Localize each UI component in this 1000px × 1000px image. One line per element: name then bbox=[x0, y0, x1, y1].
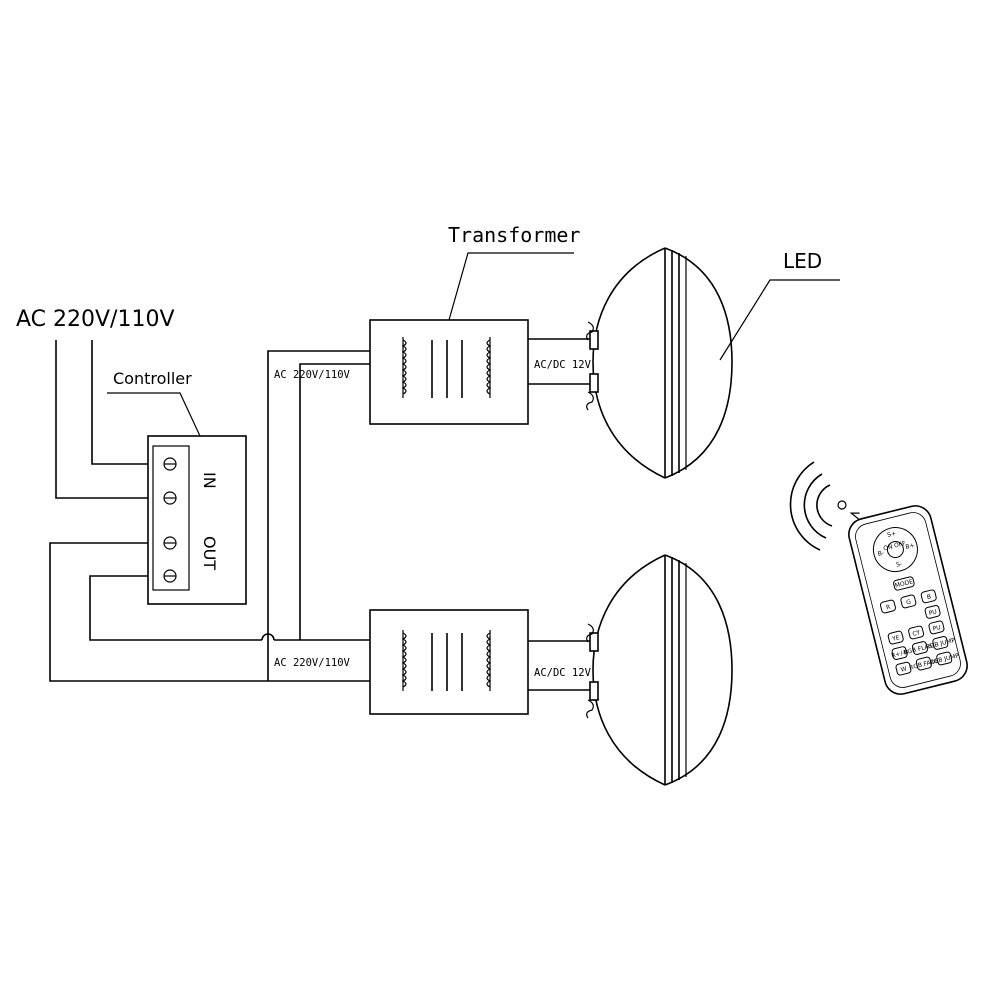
lamp-terminal-bottom-1 bbox=[586, 623, 599, 652]
led-leader bbox=[719, 279, 840, 361]
remote-btn-pu: PU bbox=[928, 609, 937, 618]
controller-leader bbox=[107, 392, 201, 437]
led-lamp-icon bbox=[592, 247, 733, 479]
transformer-bottom-box bbox=[369, 609, 529, 715]
led-lamp-icon bbox=[592, 554, 733, 786]
remote-control-icon: ON OFF S+ B- B+ S- MODE R G B PU YE CY P… bbox=[848, 505, 968, 695]
remote-btn-r: R bbox=[885, 604, 891, 612]
lamp-terminal-top-1 bbox=[586, 321, 599, 350]
remote-btn-cy: CY bbox=[912, 629, 922, 638]
top-primary-wire-1 bbox=[267, 350, 370, 681]
remote-b-plus: B+ bbox=[905, 542, 916, 551]
secondary-voltage-top: AC/DC 12V bbox=[534, 359, 592, 371]
ac-input-wire-1 bbox=[55, 340, 168, 499]
wireless-signal-icon bbox=[789, 461, 847, 551]
led-lamp-top: LED bbox=[586, 247, 840, 479]
terminal-strip bbox=[152, 445, 190, 591]
terminal-in-1 bbox=[163, 457, 177, 471]
led-label: LED bbox=[783, 249, 822, 273]
terminal-in-2 bbox=[163, 491, 177, 505]
remote-btn-ye: YE bbox=[891, 634, 901, 643]
primary-voltage-bottom: AC 220V/110V bbox=[274, 657, 351, 669]
ac-input-wire-2 bbox=[91, 340, 168, 465]
lamp-terminal-top-2 bbox=[586, 373, 599, 411]
transformer-bottom: AC 220V/110V AC/DC 12V bbox=[274, 609, 592, 715]
ac-input-label: AC 220V/110V bbox=[16, 307, 175, 332]
remote-btn-rb: R+/-B bbox=[891, 649, 909, 660]
controller-in-label: IN bbox=[200, 472, 219, 489]
transformer-top: AC 220V/110V AC/DC 12V Transformer bbox=[274, 223, 592, 425]
out-wire-2a bbox=[89, 575, 262, 641]
remote-btn-pu2: PU bbox=[932, 624, 941, 633]
remote-btn-g: G bbox=[905, 598, 912, 606]
transformer-top-box bbox=[369, 319, 529, 425]
led-lamp-bottom bbox=[586, 554, 733, 786]
controller-out-label: OUT bbox=[200, 536, 219, 570]
terminal-out-2 bbox=[163, 569, 177, 583]
transformer-coil-icon bbox=[401, 337, 492, 398]
remote-s-plus: S+ bbox=[887, 530, 897, 539]
remote-s-minus: S- bbox=[895, 560, 903, 568]
primary-voltage-top: AC 220V/110V bbox=[274, 369, 351, 381]
controller-label: Controller bbox=[113, 369, 192, 388]
transformer-label: Transformer bbox=[448, 223, 580, 247]
remote-btn-w: W bbox=[900, 665, 908, 673]
controller-box bbox=[147, 435, 247, 605]
remote-mode-label: MODE bbox=[894, 578, 914, 589]
controller: IN OUT Controller bbox=[107, 369, 247, 605]
transformer-leader bbox=[448, 252, 574, 321]
lamp-terminal-bottom-2 bbox=[586, 681, 599, 719]
remote-mode-button bbox=[893, 576, 915, 591]
out-wire-1 bbox=[49, 542, 370, 682]
remote-btn-b: B bbox=[926, 593, 932, 601]
remote-b-minus: B- bbox=[877, 550, 885, 558]
wiring bbox=[49, 338, 590, 691]
secondary-voltage-bottom: AC/DC 12V bbox=[534, 667, 592, 679]
terminal-out-1 bbox=[163, 536, 177, 550]
remote-dpad: ON OFF S+ B- B+ S- bbox=[872, 527, 918, 573]
transformer-coil-icon bbox=[401, 630, 492, 691]
top-primary-wire-2 bbox=[299, 363, 370, 640]
